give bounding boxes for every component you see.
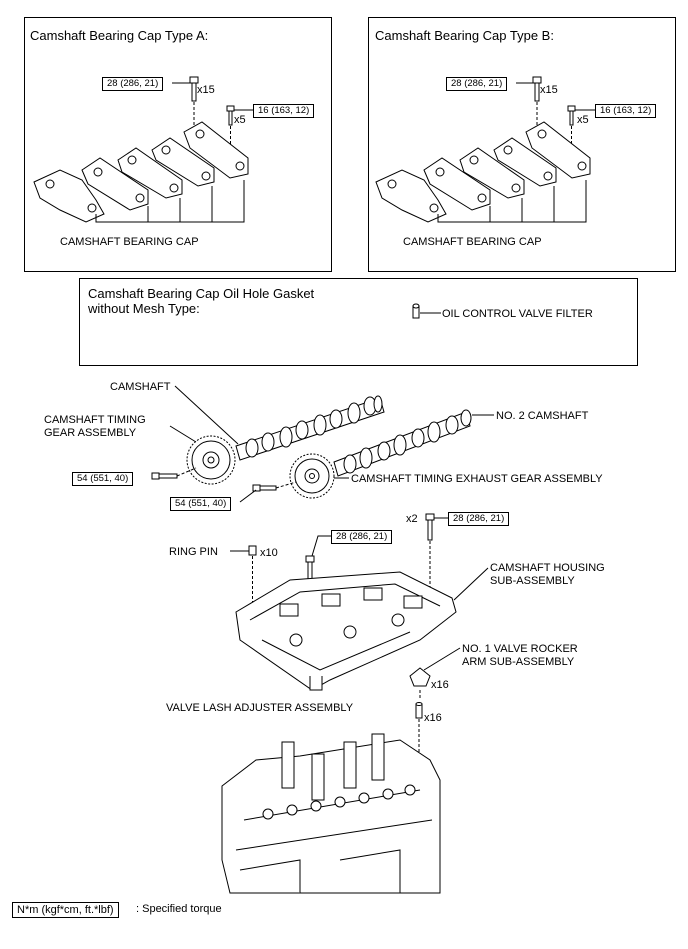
panel-b-bolt-large-icon xyxy=(532,76,542,128)
torque-housing-right: 28 (286, 21) xyxy=(448,512,510,526)
panel-b-part-label: CAMSHAFT BEARING CAP xyxy=(403,236,542,248)
panel-a-bolt-large-icon xyxy=(189,76,199,128)
torque-gear-intake: 54 (551, 40) xyxy=(72,472,134,486)
rocker-arm-label: NO. 1 VALVE ROCKER ARM SUB-ASSEMBLY xyxy=(462,643,578,668)
cylinder-head-icon xyxy=(221,733,441,894)
camshaft-label: CAMSHAFT xyxy=(110,381,171,393)
qty-lash: x16 xyxy=(424,712,442,724)
timing-gear-label: CAMSHAFT TIMING GEAR ASSEMBLY xyxy=(44,414,146,439)
panel-a-bearing-caps xyxy=(33,76,253,223)
legend-unit-box: N*m (kgf*cm, ft.*lbf) xyxy=(12,902,119,918)
oil-control-valve-filter-label: OIL CONTROL VALVE FILTER xyxy=(442,308,593,320)
timing-gear-intake-icon xyxy=(151,425,236,485)
ring-pin-label: RING PIN xyxy=(169,546,218,558)
qty-housing-bolt-right: x2 xyxy=(406,513,418,525)
panel-b-bearing-caps xyxy=(375,76,595,223)
camshaft-housing-icon xyxy=(235,567,489,691)
no2-camshaft-icon xyxy=(333,409,494,477)
panel-a-torque-small: 16 (163, 12) xyxy=(253,104,315,118)
rocker-arm-icon xyxy=(409,647,461,700)
panel-a-torque-large: 28 (286, 21) xyxy=(102,77,164,91)
oil-control-valve-filter-icon xyxy=(412,303,441,319)
panel-b-qty-large: x15 xyxy=(540,84,558,96)
panel-a-part-label: CAMSHAFT BEARING CAP xyxy=(60,236,199,248)
torque-housing-center: 28 (286, 21) xyxy=(331,530,393,544)
panel-b-torque-large: 28 (286, 21) xyxy=(446,77,508,91)
no2-camshaft-label: NO. 2 CAMSHAFT xyxy=(496,410,589,422)
panel-gasket-title: Camshaft Bearing Cap Oil Hole Gasket wit… xyxy=(88,286,315,316)
ring-pin-icon xyxy=(230,545,257,610)
timing-gear-exhaust-icon xyxy=(239,453,349,503)
panel-b-qty-small: x5 xyxy=(577,114,589,126)
exhaust-gear-label: CAMSHAFT TIMING EXHAUST GEAR ASSEMBLY xyxy=(351,473,603,485)
legend-description: : Specified torque xyxy=(136,903,222,915)
lash-adjuster-label: VALVE LASH ADJUSTER ASSEMBLY xyxy=(166,702,354,714)
panel-b-title: Camshaft Bearing Cap Type B: xyxy=(375,28,554,43)
panel-bearing-cap-type-b xyxy=(368,17,676,272)
camshaft-icon xyxy=(174,385,385,461)
housing-label: CAMSHAFT HOUSING SUB-ASSEMBLY xyxy=(490,562,605,587)
qty-ring-pin: x10 xyxy=(260,547,278,559)
panel-a-qty-small: x5 xyxy=(234,114,246,126)
panel-a-qty-large: x15 xyxy=(197,84,215,96)
panel-oil-hole-gasket xyxy=(79,278,638,366)
torque-gear-exhaust: 54 (551, 40) xyxy=(170,497,232,511)
panel-a-title: Camshaft Bearing Cap Type A: xyxy=(30,28,209,43)
housing-bolt-right-icon xyxy=(425,513,448,590)
qty-rocker: x16 xyxy=(431,679,449,691)
panel-b-torque-small: 16 (163, 12) xyxy=(595,104,657,118)
lash-adjuster-icon xyxy=(415,702,423,760)
